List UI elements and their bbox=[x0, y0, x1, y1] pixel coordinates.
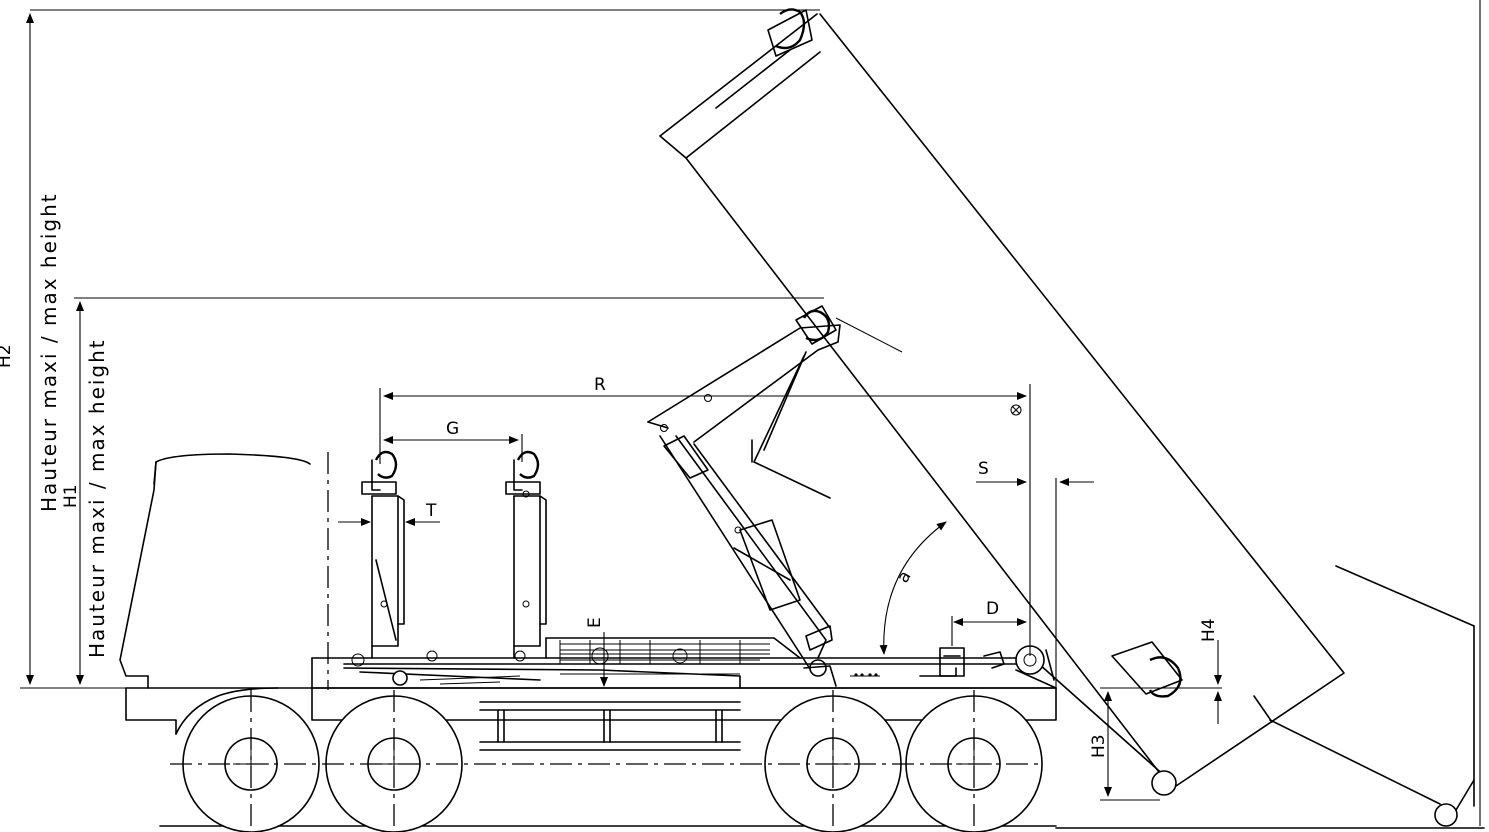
label-h3: H3 bbox=[1089, 734, 1109, 758]
label-h2-max-height: Hauteur maxi / max height bbox=[37, 192, 61, 512]
label-g: G bbox=[446, 419, 459, 439]
label-h2: H2 bbox=[0, 344, 15, 368]
label-r: R bbox=[594, 375, 606, 395]
chassis bbox=[125, 687, 1485, 829]
label-h4: H4 bbox=[1199, 618, 1219, 642]
second-container bbox=[1253, 565, 1475, 827]
wheel-centerlines bbox=[250, 690, 975, 830]
label-angle-a: a bbox=[893, 567, 916, 586]
dimension-lines bbox=[20, 0, 1481, 826]
tipping-container bbox=[659, 8, 1345, 796]
label-e: E bbox=[585, 617, 605, 628]
label-d: D bbox=[986, 599, 999, 619]
label-s: S bbox=[978, 459, 989, 479]
subframe bbox=[311, 404, 1057, 689]
container-support-rear bbox=[505, 450, 547, 659]
label-h1: H1 bbox=[61, 484, 81, 508]
label-h1-max-height: Hauteur maxi / max height bbox=[85, 338, 109, 658]
truck-cab bbox=[119, 453, 311, 735]
container-support-front bbox=[361, 450, 405, 659]
label-t: T bbox=[425, 501, 437, 521]
hook-arm bbox=[647, 305, 903, 677]
